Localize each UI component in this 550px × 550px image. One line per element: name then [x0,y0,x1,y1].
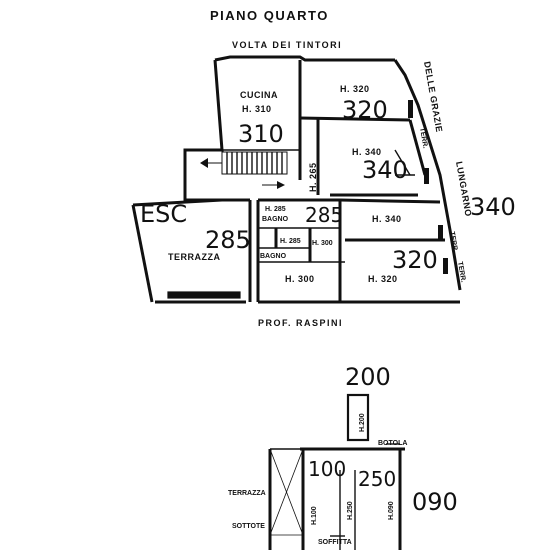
top-plan-walls [131,55,462,304]
arrow-right-icon [277,181,285,189]
mid-height: H.250 [347,501,354,520]
cucina-label: CUCINA [240,90,278,100]
left-hand-value: 100 [308,457,346,481]
cucina-hand-value: 310 [238,120,284,148]
mid-hand-value: 250 [358,467,396,491]
right-hand-value: 090 [412,488,458,516]
street-north-label: VOLTA DEI TINTORI [232,40,342,50]
small-height-1: H. 285 [280,238,301,245]
room-s-height: H. 300 [285,274,315,284]
bottom-top-hand-value: 200 [345,363,391,391]
staircase [200,151,288,189]
plan-title: PIANO QUARTO [210,8,329,23]
room-se-height: H. 320 [368,274,398,284]
bagno-hand-value: 285 [305,203,343,227]
terrazza-label: TERRAZZA [168,252,221,262]
hatch-height: H.200 [359,413,366,432]
east-hand-value: 340 [470,193,516,221]
terrazza-hand-value: 285 [205,226,251,254]
right-height: H.090 [388,501,395,520]
bottom-terrazza-label: TERRAZZA [228,490,266,497]
stair-arrow-icon [200,158,208,168]
room-ne-height: H. 320 [340,84,370,94]
street-south-label: PROF. RASPINI [258,318,343,328]
esc-label: ESC [140,200,187,228]
corridor-height: H. 265 [308,162,318,192]
room-mid-hand-value: 340 [362,156,408,184]
room-ne-hand-value: 320 [342,96,388,124]
botola-label: BOTOLA [378,440,407,447]
soffitta-label: SOFFITTA [318,539,352,546]
small-height-2: H. 300 [312,240,333,247]
room-e-height: H. 340 [372,214,402,224]
bagno-label: BAGNO [262,216,289,223]
room-se-hand-value: 320 [392,246,438,274]
terrace-tag-2: TERR. [448,231,459,253]
room-mid-height: H. 340 [352,147,382,157]
street-east-label-2: DELLE GRAZIE [422,61,444,134]
bottom-plan-walls [268,393,405,550]
street-east-label-1: LUNGARNO [454,161,474,218]
terrace-tag-3: TERR. [456,261,467,283]
bagno2-label: BAGNO [260,253,287,260]
terrace-tag-1: TERR. [418,127,429,149]
bagno-height: H. 285 [265,206,286,213]
cucina-height: H. 310 [242,104,272,114]
left-height: H.100 [311,506,318,525]
sottotetto-label: SOTTOTE [232,523,265,530]
